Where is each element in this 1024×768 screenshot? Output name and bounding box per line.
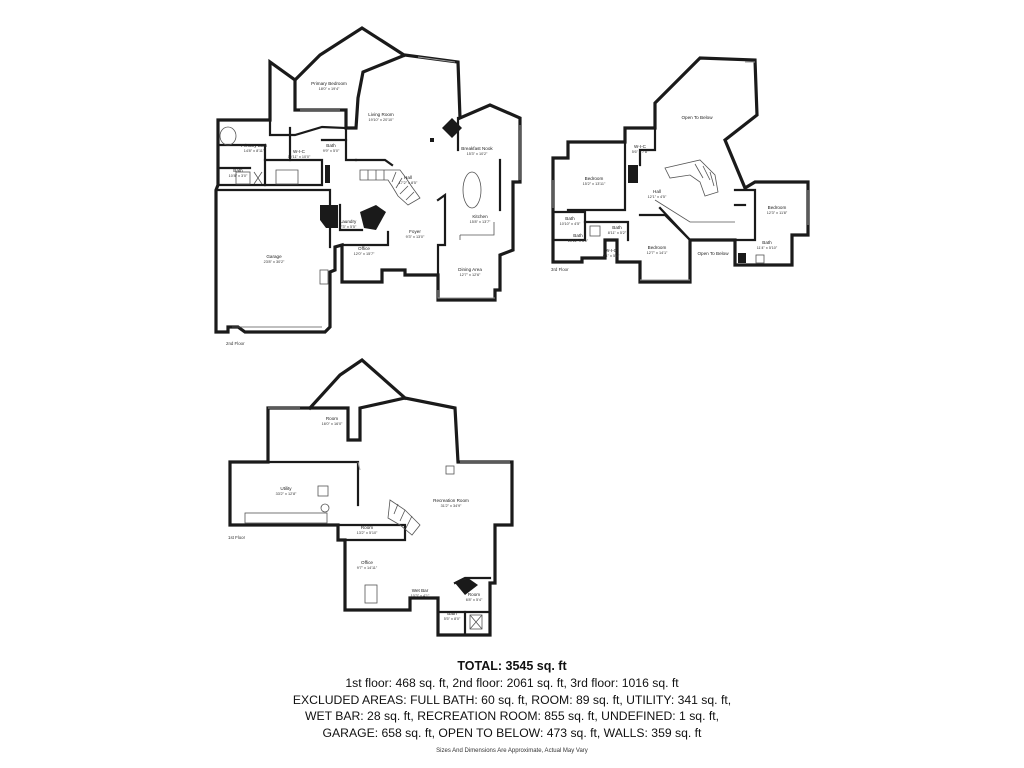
room-dimensions: 12'3" x 11'8" bbox=[767, 211, 788, 215]
room-dimensions: 33'2" x 12'8" bbox=[276, 492, 297, 496]
room-dimensions: 15'2" x 13'11" bbox=[583, 182, 606, 186]
room-name: Hall bbox=[653, 189, 661, 194]
room-name: Bedroom bbox=[585, 176, 604, 181]
room-dimensions: 17'2" x 8'5" bbox=[399, 181, 418, 185]
room-name: Bath bbox=[762, 240, 772, 245]
room-dimensions: 11'4" x 5'10" bbox=[757, 246, 778, 250]
third-floor-plan: Open To Below W-I-C 5'6" x 7'8" Bedroom … bbox=[551, 56, 810, 284]
room-name: Breakfast Nook bbox=[461, 146, 493, 151]
room-name: Bedroom bbox=[768, 205, 787, 210]
room-dimensions: 15'3" x 10'2" bbox=[467, 152, 488, 156]
room-name: Bath bbox=[612, 225, 622, 230]
summary-line: EXCLUDED AREAS: FULL BATH: 60 sq. ft, RO… bbox=[292, 692, 732, 707]
room-dimensions: 6'1" x 5'0" bbox=[603, 254, 620, 258]
room-dimensions: 8'11" x 5'2" bbox=[608, 231, 627, 235]
room-name: Room bbox=[468, 592, 480, 597]
room-dimensions: 5'5" x 8'0" bbox=[444, 617, 461, 621]
room-name: Bath bbox=[565, 216, 575, 221]
room-name: Foyer bbox=[409, 229, 421, 234]
summary-line: WET BAR: 28 sq. ft, RECREATION ROOM: 855… bbox=[304, 709, 720, 724]
room-dimensions: 6'8" x 5'4" bbox=[466, 598, 483, 602]
room-dimensions: 10'11" x 10'0" bbox=[288, 155, 311, 159]
summary-line: 1st floor: 468 sq. ft, 2nd floor: 2061 s… bbox=[345, 676, 679, 690]
room-dimensions: 5'6" x 7'8" bbox=[632, 150, 649, 154]
room-name: Bath bbox=[326, 143, 336, 148]
room-name: Room bbox=[326, 416, 338, 421]
room-dimensions: 10'8" x 3'0" bbox=[229, 174, 248, 178]
room-dimensions: 13'2" x 5'10" bbox=[357, 531, 378, 535]
floor-label: 1st Floor bbox=[228, 535, 246, 540]
room-name: Living Room bbox=[368, 112, 394, 117]
room-name: Office bbox=[361, 560, 373, 565]
room-dimensions: 15'8" x 13'7" bbox=[470, 220, 491, 224]
room-name: Bath bbox=[233, 168, 243, 173]
summary-line: GARAGE: 658 sq. ft, OPEN TO BELOW: 473 s… bbox=[322, 725, 702, 740]
first-floor-plan: Room 16'0" x 16'0" Utility 33'2" x 12'8"… bbox=[228, 357, 514, 637]
area-summary: TOTAL: 3545 sq. ft 1st floor: 468 sq. ft… bbox=[0, 658, 1024, 754]
room-dimensions: 10'3" x 4'1" bbox=[411, 594, 430, 598]
room-name: Garage bbox=[266, 254, 282, 259]
room-dimensions: 12'0" x 15'7" bbox=[354, 252, 375, 256]
floor-plan-drawing: Primary Bedroom 18'0" x 19'4" Primary Ba… bbox=[214, 26, 810, 637]
room-dimensions: 9'9" x 5'0" bbox=[323, 149, 340, 153]
total-area: TOTAL: 3545 sq. ft bbox=[457, 659, 567, 673]
room-dimensions: 10'10" x 4'5" bbox=[560, 222, 581, 226]
room-dimensions: 18'0" x 19'4" bbox=[319, 87, 340, 91]
room-name: Open To Below bbox=[681, 115, 713, 120]
room-name: W-I-C bbox=[605, 248, 618, 253]
room-dimensions: 31'2" x 34'9" bbox=[441, 504, 462, 508]
disclaimer: Sizes And Dimensions Are Approximate, Ac… bbox=[436, 748, 588, 755]
room-dimensions: 9'7" x 14'11" bbox=[357, 566, 378, 570]
room-dimensions: 23'8" x 30'2" bbox=[264, 260, 285, 264]
room-name: Office bbox=[358, 246, 370, 251]
room-name: Dining Area bbox=[458, 267, 482, 272]
room-dimensions: 7'3" x 5'5" bbox=[340, 225, 357, 229]
room-name: Laundry bbox=[340, 219, 357, 224]
room-dimensions: 10'11" x 6'0" bbox=[568, 239, 589, 243]
room-dimensions: 12'7" x 14'1" bbox=[647, 251, 668, 255]
floor-label: 2nd Floor bbox=[226, 341, 245, 346]
room-dimensions: 19'10" x 20'10" bbox=[368, 118, 394, 122]
room-name: Room bbox=[361, 525, 373, 530]
room-dimensions: 12'1" x 4'5" bbox=[648, 195, 667, 199]
room-name: Primary Bedroom bbox=[311, 81, 347, 86]
room-name: Recreation Room bbox=[433, 498, 469, 503]
room-name: Bath bbox=[573, 233, 583, 238]
room-name: Utility bbox=[280, 486, 292, 491]
room-dimensions: 9'3" x 13'0" bbox=[406, 235, 425, 239]
floor-label: 3rd Floor bbox=[551, 267, 569, 272]
room-name: Bedroom bbox=[648, 245, 667, 250]
room-name: W-I-C bbox=[293, 149, 306, 154]
room-dimensions: 16'0" x 16'0" bbox=[322, 422, 343, 426]
room-name: Kitchen bbox=[472, 214, 488, 219]
room-name: Primary Bath bbox=[241, 143, 268, 148]
room-dimensions: 14'8" x 8'11" bbox=[244, 149, 265, 153]
room-name: Bath bbox=[447, 611, 457, 616]
room-name: Hall bbox=[404, 175, 412, 180]
room-dimensions: 12'7" x 12'6" bbox=[460, 273, 481, 277]
room-name: W-I-C bbox=[634, 144, 647, 149]
second-floor-plan: Primary Bedroom 18'0" x 19'4" Primary Ba… bbox=[214, 26, 522, 346]
room-name: Open To Below bbox=[697, 251, 729, 256]
room-name: Wet Bar bbox=[412, 588, 429, 593]
